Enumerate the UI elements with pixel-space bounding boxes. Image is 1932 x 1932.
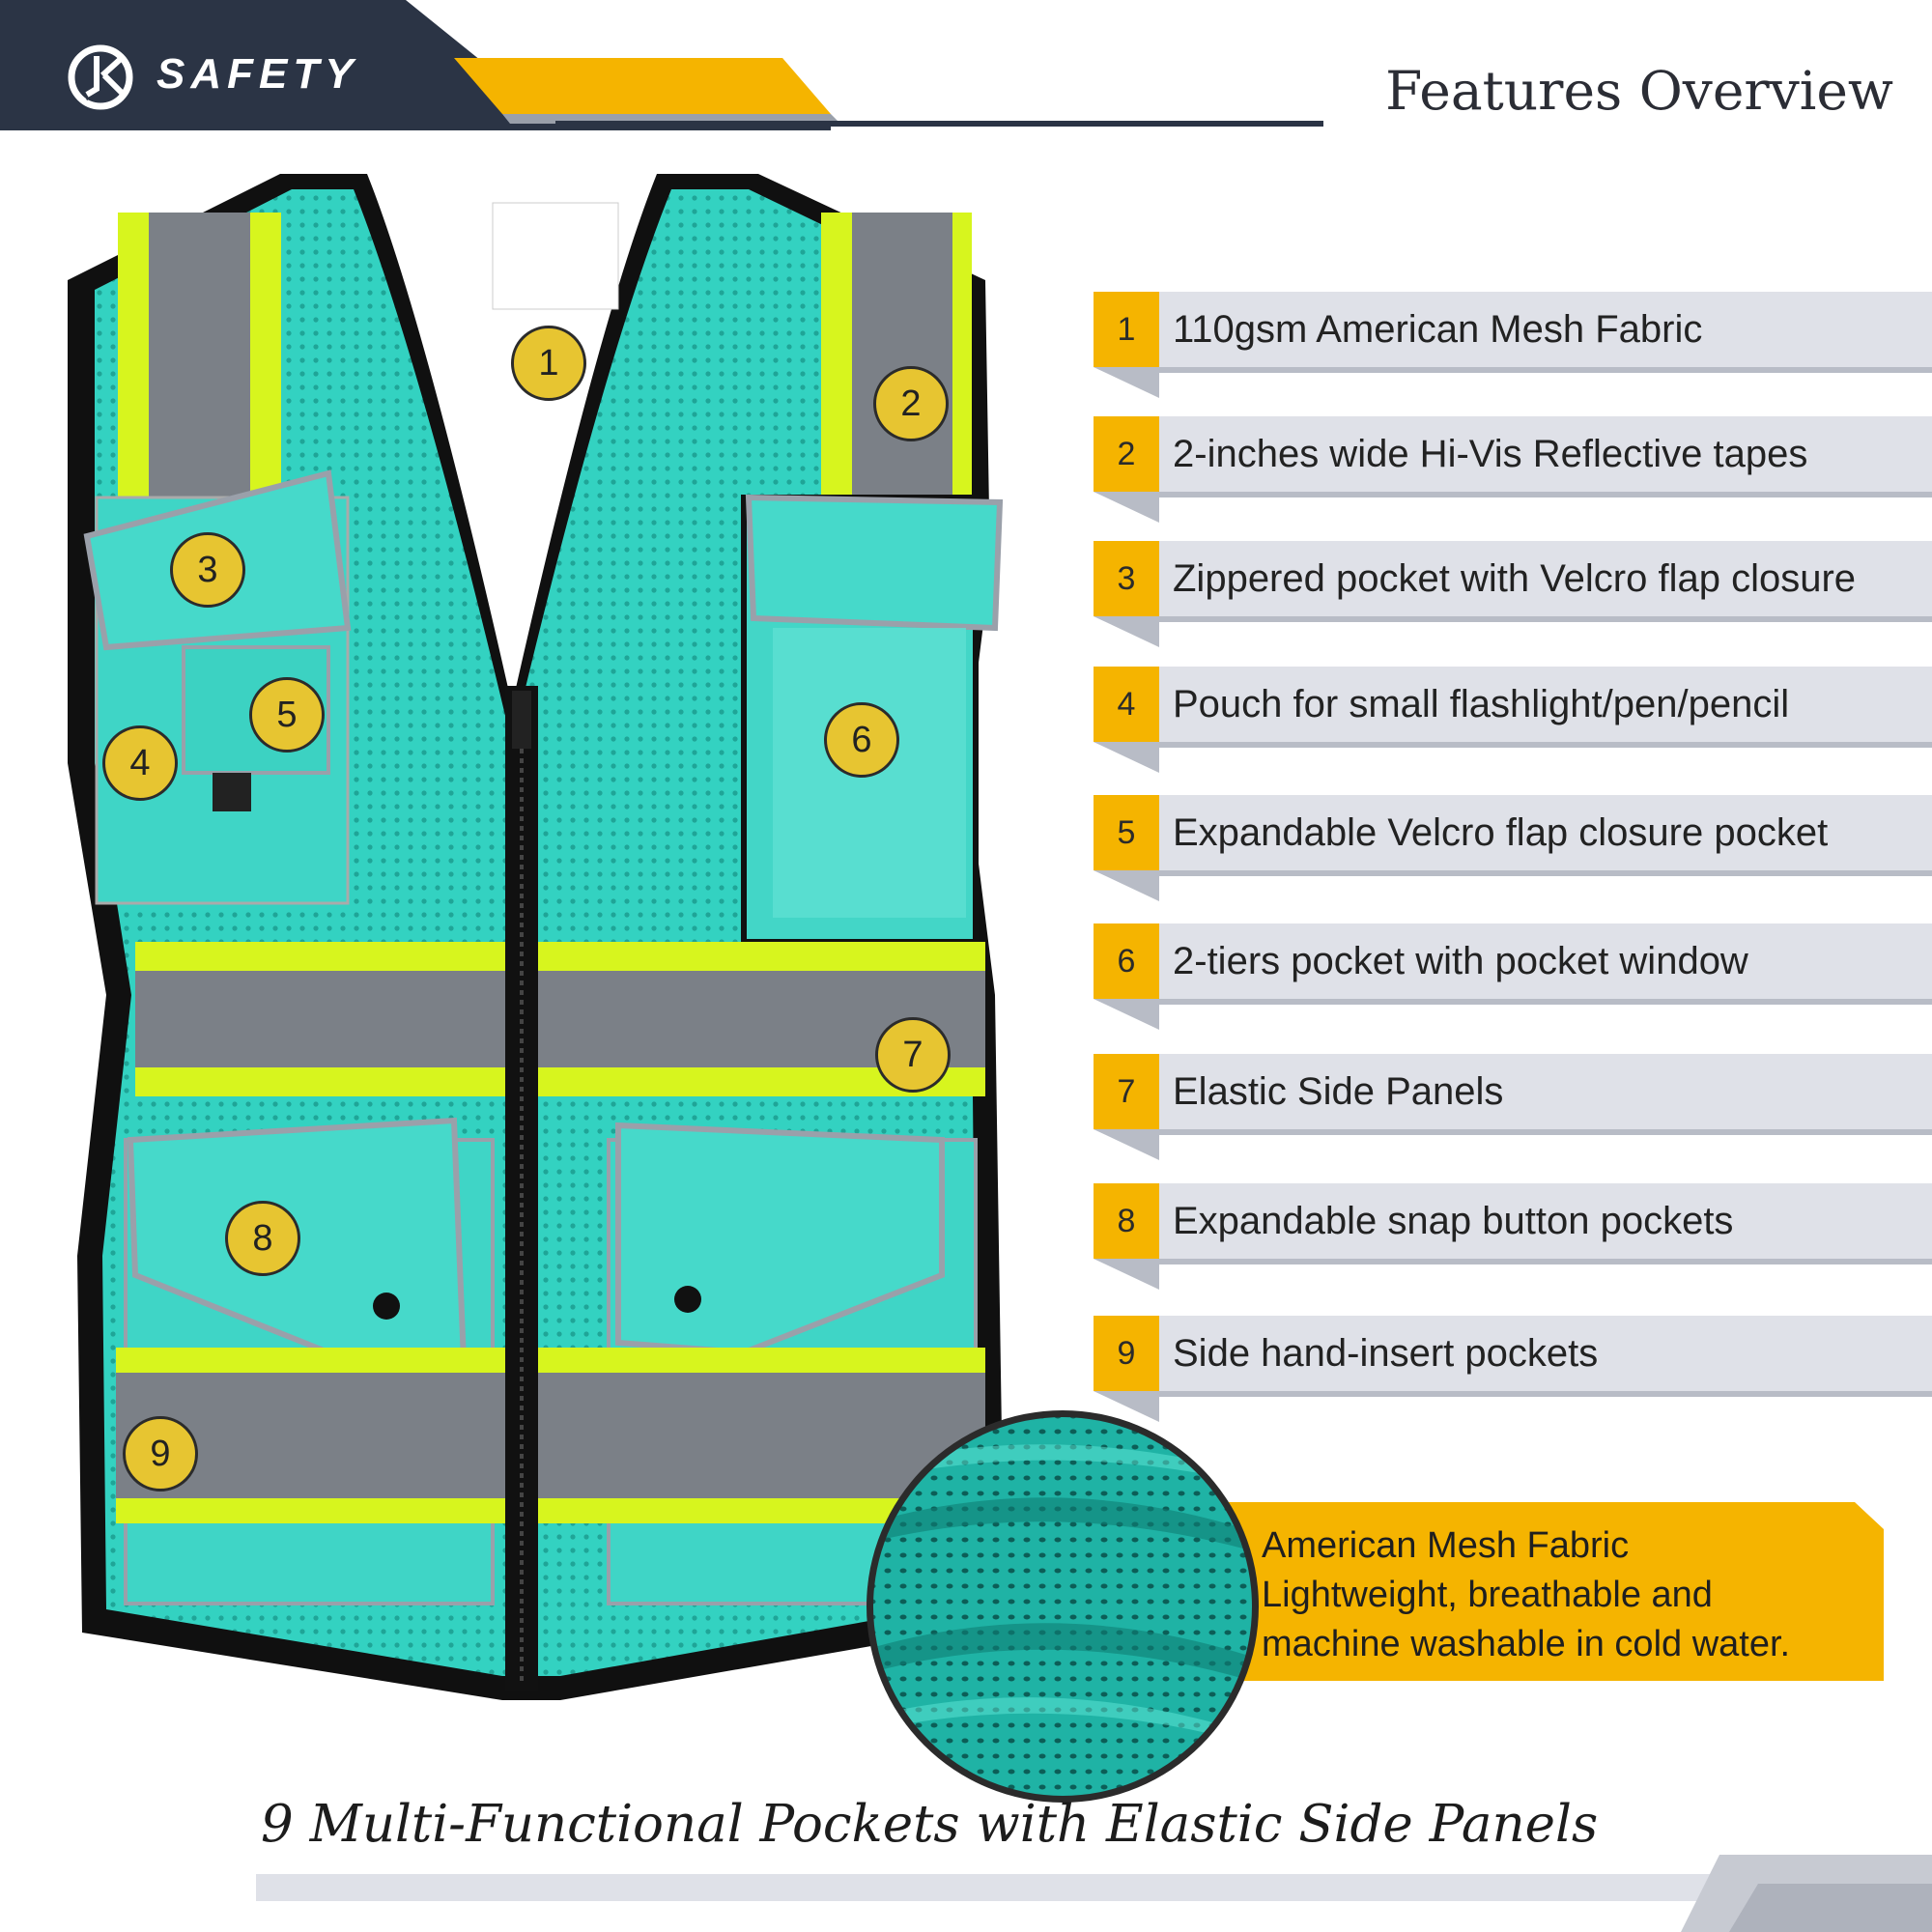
- feature-item: 2 2-inches wide Hi-Vis Reflective tapes: [1094, 416, 1932, 523]
- feature-text: 2-inches wide Hi-Vis Reflective tapes: [1173, 432, 1808, 475]
- brand-logo: SAFETY: [60, 37, 408, 114]
- feature-number: 3: [1117, 559, 1136, 597]
- feature-row-bg: [1094, 923, 1932, 1030]
- logo-mark-icon: [68, 44, 133, 110]
- vest-marker-3: 3: [170, 532, 245, 608]
- feature-text: Elastic Side Panels: [1173, 1069, 1504, 1113]
- feature-row-bg: [1094, 1316, 1932, 1422]
- feature-item: 3 Zippered pocket with Velcro flap closu…: [1094, 541, 1932, 647]
- feature-number: 8: [1117, 1202, 1136, 1239]
- feature-item: 9 Side hand-insert pockets: [1094, 1316, 1932, 1422]
- mesh-fabric-closeup: [867, 1410, 1259, 1803]
- safety-vest-illustration: [68, 174, 1005, 1700]
- logo-text: SAFETY: [156, 50, 359, 98]
- feature-number: 1: [1117, 310, 1136, 348]
- feature-text: 2-tiers pocket with pocket window: [1173, 939, 1748, 982]
- header-banner: [0, 0, 1323, 130]
- feature-row-bg: [1094, 1054, 1932, 1160]
- feature-item: 7 Elastic Side Panels: [1094, 1054, 1932, 1160]
- mesh-callout-line: Lightweight, breathable and: [1262, 1575, 1713, 1615]
- vest-marker-7: 7: [875, 1017, 951, 1093]
- vest-marker-4: 4: [102, 725, 178, 801]
- page-title: Features Overview: [1385, 60, 1893, 122]
- feature-item: 1 110gsm American Mesh Fabric: [1094, 292, 1932, 398]
- feature-item: 6 2-tiers pocket with pocket window: [1094, 923, 1932, 1030]
- feature-number: 6: [1117, 942, 1136, 980]
- feature-row-bg: [1094, 795, 1932, 901]
- feature-number: 4: [1117, 685, 1136, 723]
- feature-row-bg: [1094, 416, 1932, 523]
- feature-row-bg: [1094, 667, 1932, 773]
- mesh-callout-line: machine washable in cold water.: [1262, 1624, 1791, 1664]
- feature-text: Expandable snap button pockets: [1173, 1199, 1734, 1242]
- feature-text: 110gsm American Mesh Fabric: [1173, 307, 1703, 351]
- feature-number: 2: [1117, 435, 1136, 472]
- bottom-title: 9 Multi-Functional Pockets with Elastic …: [261, 1795, 1599, 1854]
- feature-item: 4 Pouch for small flashlight/pen/pencil: [1094, 667, 1932, 773]
- mesh-callout-text: American Mesh Fabric Lightweight, breath…: [1262, 1521, 1880, 1669]
- feature-row-bg: [1094, 1183, 1932, 1290]
- feature-text: Expandable Velcro flap closure pocket: [1173, 810, 1829, 854]
- vest-marker-9: 9: [123, 1416, 198, 1492]
- mesh-callout-line: American Mesh Fabric: [1262, 1525, 1630, 1566]
- feature-text: Pouch for small flashlight/pen/pencil: [1173, 682, 1790, 725]
- feature-item: 5 Expandable Velcro flap closure pocket: [1094, 795, 1932, 901]
- vest-marker-1: 1: [511, 326, 586, 401]
- vest-marker-8: 8: [225, 1201, 300, 1276]
- feature-text: Zippered pocket with Velcro flap closure: [1173, 556, 1857, 600]
- feature-text: Side hand-insert pockets: [1173, 1331, 1599, 1375]
- feature-number: 5: [1117, 813, 1136, 851]
- bottom-decor-stripes: [256, 1855, 1932, 1932]
- feature-number: 7: [1117, 1072, 1136, 1110]
- vest-marker-2: 2: [873, 366, 949, 441]
- feature-row-bg: [1094, 541, 1932, 647]
- feature-row-bg: [1094, 292, 1932, 398]
- vest-marker-6: 6: [824, 702, 899, 778]
- feature-number: 9: [1117, 1334, 1136, 1372]
- mesh-callout-box: [1188, 1502, 1884, 1681]
- vest-marker-5: 5: [249, 677, 325, 753]
- feature-item: 8 Expandable snap button pockets: [1094, 1183, 1932, 1290]
